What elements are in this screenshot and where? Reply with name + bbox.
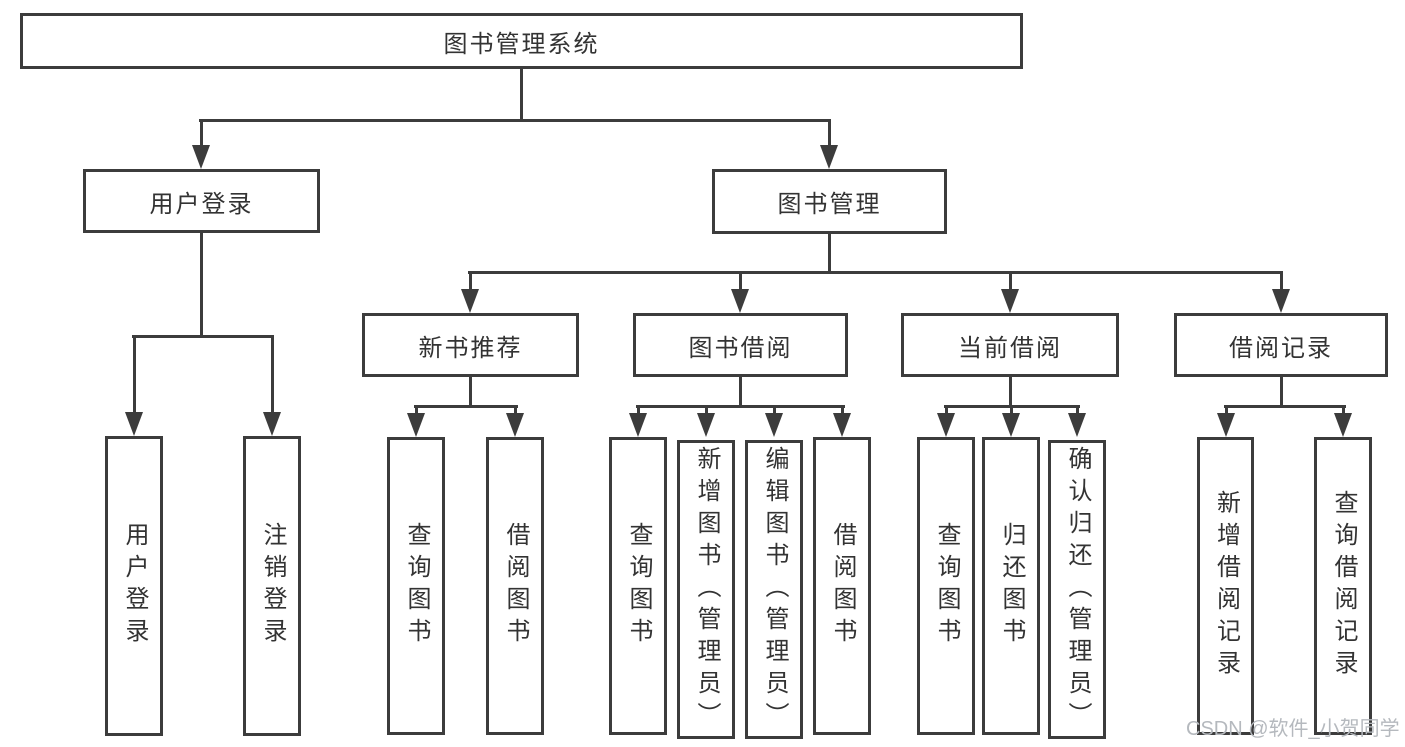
arrow-down-icon [1001, 289, 1019, 313]
leaf-query-books: 查询图书 [387, 437, 445, 735]
arrow-down-icon [731, 289, 749, 313]
connector-drop [415, 405, 418, 416]
arrow-down-icon [263, 412, 281, 436]
leaf-label: 注销登录 [259, 522, 286, 650]
node-label: 图书管理系统 [443, 30, 600, 58]
leaf-label: 借阅图书 [502, 522, 529, 650]
connector-drop [773, 405, 776, 416]
connector-group-stem [1009, 377, 1012, 408]
connector-drop [1010, 405, 1013, 416]
leaf-label: 用户登录 [121, 522, 148, 650]
connector-drop [945, 405, 948, 416]
connector-group-stem [1280, 377, 1283, 408]
node-book-borrowing: 图书借阅 [633, 313, 848, 377]
node-current-borrowing: 当前借阅 [901, 313, 1119, 377]
leaf-query-books: 查询图书 [917, 437, 975, 735]
arrow-down-icon [1272, 289, 1290, 313]
connector-group-stem [469, 377, 472, 408]
leaf-label: 查询图书 [933, 522, 960, 650]
connector-drop [1009, 271, 1012, 292]
connector-drop [1342, 405, 1345, 416]
leaf-borrow-books: 借阅图书 [486, 437, 544, 735]
leaf-borrow-books: 借阅图书 [813, 437, 871, 735]
connector-group-bracket [1224, 405, 1346, 408]
leaf-label: 新增借阅记录 [1212, 490, 1240, 682]
arrow-down-icon [461, 289, 479, 313]
leaf-query-borrow-record: 查询借阅记录 [1314, 437, 1372, 735]
connector-group-bracket [414, 405, 518, 408]
leaf-query-books: 查询图书 [609, 437, 667, 735]
node-label: 当前借阅 [958, 334, 1062, 362]
arrow-down-icon [937, 413, 955, 437]
connector-bookmgmt-bracket [468, 271, 1283, 274]
csdn-watermark: CSDN @软件_小贺同学 [1186, 718, 1400, 740]
arrow-down-icon [1334, 413, 1352, 437]
connector-drop [514, 405, 517, 416]
arrow-down-icon [1002, 413, 1020, 437]
leaf-add-books-admin: 新增图书（管理员） [677, 440, 735, 739]
leaf-label: 查询借阅记录 [1330, 490, 1357, 682]
connector-drop [1225, 405, 1228, 416]
arrow-down-icon [506, 413, 524, 437]
node-library-management-system: 图书管理系统 [20, 13, 1023, 69]
connector-root-stem [520, 69, 523, 121]
connector-drop [739, 271, 742, 292]
arrow-down-icon [629, 413, 647, 437]
node-book-management: 图书管理 [712, 169, 947, 234]
connector-root-bracket [199, 119, 831, 122]
node-label: 借阅记录 [1229, 334, 1333, 362]
connector-drop [637, 405, 640, 416]
node-label: 新书推荐 [418, 334, 523, 362]
leaf-label: 查询图书 [403, 522, 430, 650]
leaf-return-books: 归还图书 [982, 437, 1040, 735]
leaf-confirm-return-admin: 确认归还（管理员） [1048, 440, 1106, 739]
arrow-down-icon [407, 413, 425, 437]
connector-drop [200, 119, 203, 146]
connector-userlogin-stem [200, 233, 203, 337]
leaf-edit-books-admin: 编辑图书（管理员） [745, 440, 803, 739]
leaf-label: 确认归还（管理员） [1064, 445, 1091, 734]
connector-drop [1280, 271, 1283, 292]
leaf-label: 归还图书 [998, 522, 1025, 650]
arrow-down-icon [820, 145, 838, 169]
connector-drop [828, 119, 831, 146]
leaf-label: 编辑图书（管理员） [761, 445, 788, 734]
connector-group-stem [739, 377, 742, 408]
node-label: 用户登录 [149, 190, 254, 218]
connector-group-bracket [636, 405, 845, 408]
arrow-down-icon [192, 145, 210, 169]
leaf-label: 借阅图书 [829, 522, 856, 650]
connector-drop [133, 335, 136, 413]
leaf-add-borrow-record: 新增借阅记录 [1197, 437, 1254, 735]
connector-drop [705, 405, 708, 416]
node-label: 图书管理 [777, 191, 882, 218]
arrow-down-icon [1217, 413, 1235, 437]
node-borrowing-records: 借阅记录 [1174, 313, 1388, 377]
arrow-down-icon [1068, 413, 1086, 437]
arrow-down-icon [765, 413, 783, 437]
node-user-login: 用户登录 [83, 169, 320, 233]
connector-drop [469, 271, 472, 292]
leaf-label: 新增图书（管理员） [693, 445, 720, 734]
connector-drop [1076, 405, 1079, 416]
arrow-down-icon [833, 413, 851, 437]
node-label: 图书借阅 [688, 334, 793, 362]
connector-bookmgmt-stem [828, 234, 831, 274]
arrow-down-icon [125, 412, 143, 436]
connector-userlogin-bracket [132, 335, 274, 338]
connector-drop [271, 335, 274, 413]
leaf-logout: 注销登录 [243, 436, 301, 736]
connector-drop [841, 405, 844, 416]
node-new-book-recommendation: 新书推荐 [362, 313, 579, 377]
leaf-label: 查询图书 [625, 522, 652, 650]
arrow-down-icon [697, 413, 715, 437]
leaf-user-login: 用户登录 [105, 436, 163, 736]
